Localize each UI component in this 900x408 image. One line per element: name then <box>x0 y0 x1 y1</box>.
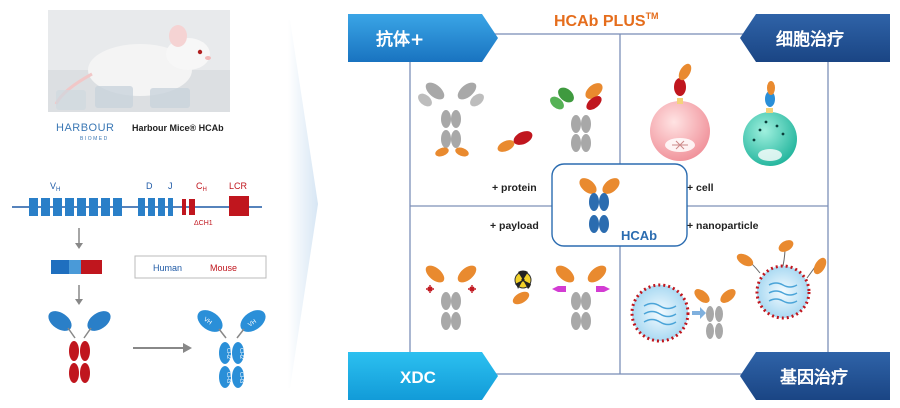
corner-label-antibody: 抗体+ <box>376 29 424 50</box>
brand-sub: BIOMED <box>80 136 109 142</box>
legend-box <box>134 255 267 279</box>
quadrant-frame <box>409 33 829 375</box>
domain-label-ch2-right: CH2 <box>238 348 244 359</box>
brand-name: HARBOUR <box>56 122 115 134</box>
conjugate-antibody-icon <box>552 265 610 330</box>
panel-divider <box>288 20 318 388</box>
targeted-nanoparticle-icon <box>736 240 827 320</box>
corner-banner-gene-therapy: 基因治疗 <box>740 352 890 400</box>
protein-fragment-icon <box>497 131 533 152</box>
car-t-cell-icon <box>650 63 710 161</box>
conventional-antibody-icon <box>418 82 484 157</box>
domain-label-ch2-left: CH2 <box>225 348 231 359</box>
adc-antibody-icon <box>425 265 477 330</box>
corner-label-gene-therapy: 基因治疗 <box>779 367 848 388</box>
center-hcab-box: HCAb <box>551 163 688 247</box>
arrow-right-icon <box>692 307 706 319</box>
corner-banner-xdc: XDC <box>348 352 498 400</box>
legend-human: Human <box>153 263 182 273</box>
corner-label-cell-therapy: 细胞治疗 <box>776 29 844 50</box>
human-hcab-icon <box>197 310 266 388</box>
chimeric-hcab-icon <box>48 311 111 383</box>
label-vh: VH <box>50 181 60 193</box>
center-label: HCAb <box>621 228 657 243</box>
label-delta-ch1: ΔCH1 <box>194 220 213 227</box>
harbour-mice-panel: HARBOUR BIOMED Harbour Mice® HCAb VH D J… <box>12 10 267 388</box>
gene-locus <box>12 196 262 216</box>
label-j: J <box>168 181 173 191</box>
label-nanoparticle: + nanoparticle <box>687 220 759 232</box>
hcab-small-icon <box>694 289 736 339</box>
down-arrow-icon <box>75 285 83 305</box>
corner-banner-cell-therapy: 细胞治疗 <box>740 14 890 62</box>
bispecific-antibody-icon <box>550 83 603 152</box>
fused-gene <box>51 260 102 274</box>
nk-cell-icon <box>743 81 797 166</box>
label-protein: + protein <box>492 182 537 194</box>
brand-caption: Harbour Mice® HCAb <box>132 123 224 133</box>
domain-label-ch3-left: CH3 <box>225 372 231 383</box>
radioactive-payload-icon <box>512 270 532 305</box>
label-ch: CH <box>196 181 207 193</box>
right-arrow-icon <box>133 343 192 353</box>
label-d: D <box>146 181 153 191</box>
domain-label-ch3-right: CH3 <box>238 372 244 383</box>
hcab-plus-title: HCAb PLUSTM <box>554 11 659 30</box>
down-arrow-icon <box>75 228 83 249</box>
hcab-plus-panel: HCAb PLUSTM 抗体+ 细胞治疗 XDC 基因治疗 <box>348 11 890 400</box>
corner-label-xdc: XDC <box>400 368 436 387</box>
lipid-nanoparticle-icon <box>630 283 690 343</box>
corner-banner-antibody: 抗体+ <box>348 14 498 62</box>
domain-label-vh-left: VH <box>202 317 212 327</box>
legend-mouse: Mouse <box>210 263 237 273</box>
domain-label-vh-right: VH <box>248 319 258 329</box>
label-payload: + payload <box>490 220 539 232</box>
label-cell: + cell <box>687 182 714 194</box>
label-lcr: LCR <box>229 181 248 191</box>
mouse-photo <box>48 10 230 112</box>
